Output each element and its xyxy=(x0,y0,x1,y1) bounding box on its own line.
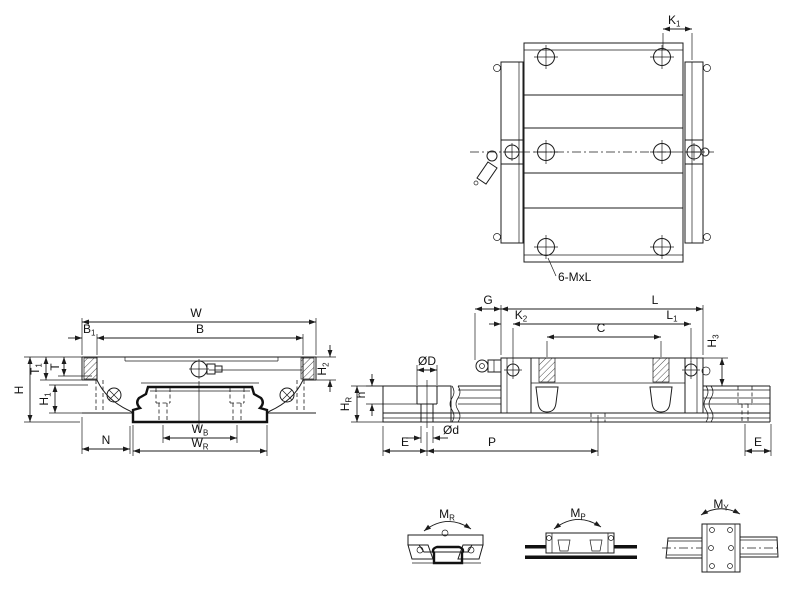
dim-label-t1: T1 xyxy=(28,363,44,375)
moment-diagrams: MR MP MY xyxy=(407,497,780,573)
moment-label-my: MY xyxy=(713,497,729,513)
dim-label-c: C xyxy=(597,321,606,335)
mounting-hole-icon xyxy=(534,45,674,259)
dim-label-n: N xyxy=(102,433,111,447)
dim-label-k2: K2 xyxy=(515,308,528,324)
dim-label-e-right: E xyxy=(754,435,762,449)
dim-label-b: B xyxy=(196,322,204,336)
mounting-screw-note: 6-MxL xyxy=(558,270,592,284)
top-view: K1 6-MxL xyxy=(470,13,714,284)
grease-nipple-front-icon xyxy=(189,359,223,379)
front-view: W B B1 T1 T H H1 H2 N xyxy=(12,306,336,456)
dim-label-l1: L1 xyxy=(666,308,678,324)
dim-label-w: W xyxy=(190,306,202,320)
moment-pitch-diagram: MP xyxy=(525,506,637,559)
dim-label-e-left: E xyxy=(401,435,409,449)
grease-port-icon xyxy=(503,143,710,161)
moment-yaw-diagram: MY xyxy=(662,497,780,573)
moment-label-mp: MP xyxy=(570,506,585,522)
dim-label-k1: K1 xyxy=(668,13,681,29)
grease-nipple-icon xyxy=(473,150,498,186)
retainer-screw-icon xyxy=(106,387,295,403)
end-cap-screw-icon xyxy=(504,361,711,379)
dim-label-h2: H2 xyxy=(315,362,331,376)
end-cap-screw-icon xyxy=(493,64,711,241)
dim-label-h3: H3 xyxy=(705,334,721,348)
dim-label-hr: HR xyxy=(338,397,354,412)
dim-label-g: G xyxy=(483,293,492,307)
dim-label-h: H xyxy=(12,386,26,395)
dim-label-h1: H1 xyxy=(37,392,53,406)
dim-label-h-small: h xyxy=(354,392,368,399)
dim-label-wr: WR xyxy=(191,436,208,452)
dim-label-t: T xyxy=(48,363,62,371)
dim-label-p: P xyxy=(488,435,496,449)
rail-cross-section xyxy=(131,385,269,424)
dim-label-od-lower: Ød xyxy=(443,423,459,437)
grease-nipple-side-icon xyxy=(475,359,502,373)
dim-label-l: L xyxy=(652,293,659,307)
side-view: G L K2 L1 C H3 ØD Ød h xyxy=(338,293,772,456)
dim-label-b1: B1 xyxy=(83,322,96,338)
moment-roll-diagram: MR xyxy=(407,507,484,565)
dim-label-od-upper: ØD xyxy=(418,354,436,368)
moment-label-mr: MR xyxy=(439,507,455,523)
dim-label-wb: WB xyxy=(192,422,209,438)
